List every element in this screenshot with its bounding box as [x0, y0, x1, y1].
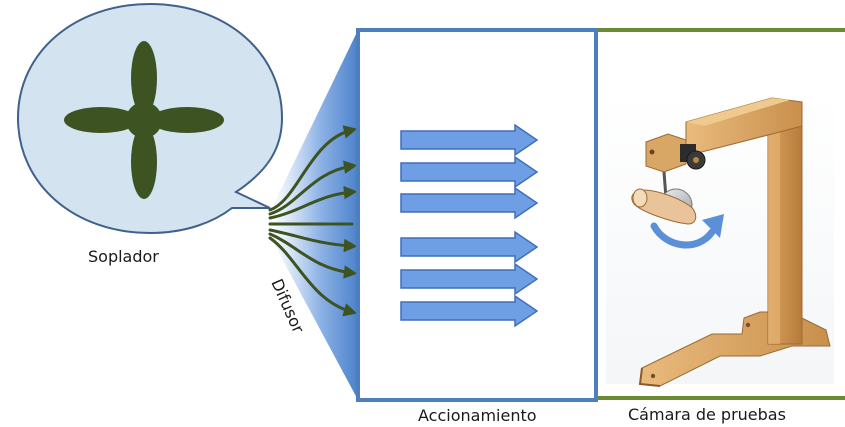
diffuser-streams — [268, 125, 358, 317]
diffuser-stream — [268, 185, 358, 220]
airflow-arrow — [400, 155, 539, 189]
rotation-arrow-icon — [650, 214, 724, 249]
airflow-arrow — [400, 230, 539, 264]
airflow-arrow — [400, 294, 539, 328]
diffuser-stream — [268, 228, 358, 253]
airflow-arrow — [400, 186, 539, 220]
diffuser — [272, 30, 358, 400]
test-chamber-label: Cámara de pruebas — [628, 405, 786, 424]
actuation-box — [356, 28, 598, 402]
diffuser-stream — [268, 160, 358, 216]
diffuser-stream — [268, 236, 358, 317]
airflow-arrow — [400, 123, 539, 157]
airflow-arrows — [400, 123, 539, 328]
airflow-arrow — [400, 262, 539, 296]
diffuser-stream — [268, 232, 358, 279]
fan-icon — [64, 41, 224, 199]
actuation-label: Accionamiento — [418, 406, 537, 425]
blower-label: Soplador — [88, 247, 159, 266]
diffuser-stream — [268, 125, 358, 212]
test-rig — [606, 92, 834, 387]
